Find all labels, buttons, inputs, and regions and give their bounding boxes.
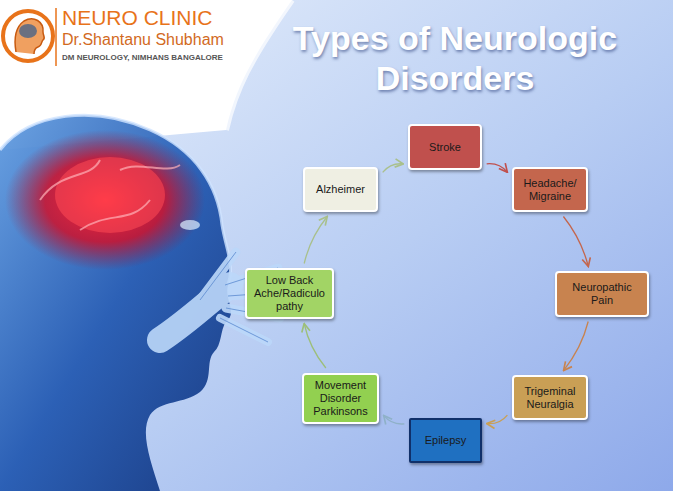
qualification: DM NEUROLOGY, NIMHANS BANGALORE xyxy=(62,53,223,62)
title: Types of Neurologic Disorders xyxy=(262,18,648,98)
box-text: Stroke xyxy=(429,141,461,154)
cycle-arrow xyxy=(564,321,589,370)
box-text: Epilepsy xyxy=(425,434,467,447)
box-text: Neuropathic Pain xyxy=(561,281,643,307)
box-text: Alzheimer xyxy=(316,183,365,196)
process-box: Epilepsy xyxy=(409,418,482,463)
process-box: Trigeminal Neuralgia xyxy=(512,375,588,420)
box-text: Movement Disorder Parkinsons xyxy=(308,379,373,418)
clinic-name: NEURO CLINIC xyxy=(62,6,213,30)
box-text: Low Back Ache/Radiculo pathy xyxy=(251,274,328,313)
cycle-arrow xyxy=(384,415,405,424)
box-text: Trigeminal Neuralgia xyxy=(518,385,582,411)
cycle-arrow xyxy=(563,216,588,266)
cycle-arrow xyxy=(487,164,508,173)
process-box: Alzheimer xyxy=(303,167,378,212)
doctor-name: Dr.Shantanu Shubham xyxy=(62,31,224,49)
process-box: Movement Disorder Parkinsons xyxy=(302,373,379,424)
process-box: Neuropathic Pain xyxy=(555,271,649,317)
process-box: Stroke xyxy=(408,124,482,170)
process-box: Low Back Ache/Radiculo pathy xyxy=(245,268,334,319)
cycle-arrow xyxy=(304,216,327,263)
cycle-arrow xyxy=(383,164,404,173)
cycle-arrow xyxy=(487,415,508,424)
process-box: Headache/ Migraine xyxy=(512,167,588,212)
box-text: Headache/ Migraine xyxy=(518,177,582,203)
cycle-arrow xyxy=(304,323,326,368)
